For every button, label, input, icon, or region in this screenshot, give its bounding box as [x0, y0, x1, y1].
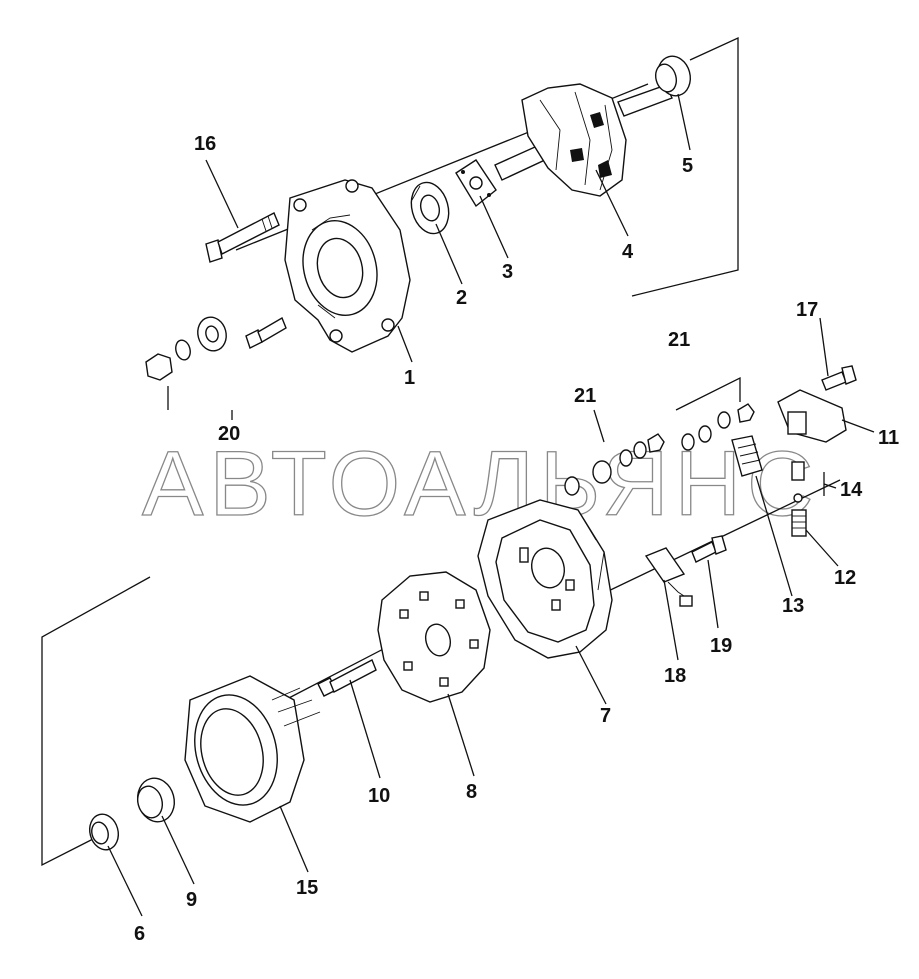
callout-16: 16 — [194, 133, 216, 155]
callout-11: 11 — [878, 427, 899, 449]
callout-19: 19 — [710, 635, 732, 657]
part-4-rotor — [494, 83, 673, 197]
part-8-rectifier — [377, 571, 491, 703]
callout-1: 1 — [404, 367, 415, 389]
part-16-long-bolt — [205, 212, 280, 263]
callout-17: 17 — [796, 299, 818, 321]
callout-5: 5 — [682, 155, 693, 177]
part-9-spacer — [136, 777, 175, 823]
callout-13: 13 — [782, 595, 804, 617]
callout-9: 9 — [186, 889, 197, 911]
callout-18: 18 — [664, 665, 686, 687]
part-10-bolt — [317, 659, 377, 697]
callout-15: 15 — [296, 877, 318, 899]
part-13-regulator — [731, 435, 763, 477]
leader-lines — [107, 93, 875, 917]
part-21-washers-upper — [681, 403, 755, 451]
part-3-retainer-plate — [455, 159, 497, 208]
callout-labels: 16 1 2 3 4 5 20 21 21 17 11 14 12 13 19 … — [134, 133, 899, 945]
part-5-bearing — [654, 55, 691, 97]
part-15-stator — [184, 675, 321, 823]
part-21-washers-lower — [564, 433, 665, 496]
callout-21-upper: 21 — [668, 329, 690, 351]
callout-7: 7 — [600, 705, 611, 727]
part-12-spring — [791, 509, 807, 537]
part-6-bearing — [88, 813, 120, 851]
callout-6: 6 — [134, 923, 145, 945]
part-18-condenser — [644, 547, 693, 607]
part-20-nut-washers — [145, 316, 287, 381]
callout-4: 4 — [622, 241, 634, 263]
callout-12: 12 — [834, 567, 856, 589]
callout-2: 2 — [456, 287, 467, 309]
part-11-brush-holder — [777, 389, 847, 443]
part-17-bolt — [821, 365, 857, 391]
part-1-drive-end-frame — [284, 179, 411, 353]
callout-20: 20 — [218, 423, 240, 445]
part-7-rear-end-frame — [477, 499, 613, 659]
callout-8: 8 — [466, 781, 477, 803]
callout-21-lower: 21 — [574, 385, 596, 407]
callout-14: 14 — [840, 479, 863, 501]
part-14-brush — [791, 461, 805, 503]
part-2-bearing — [410, 181, 450, 235]
watermark-text: АВТОАЛЬЯНС — [142, 433, 820, 535]
callout-3: 3 — [502, 261, 513, 283]
part-19-bolt — [691, 535, 727, 563]
callout-10: 10 — [368, 785, 390, 807]
